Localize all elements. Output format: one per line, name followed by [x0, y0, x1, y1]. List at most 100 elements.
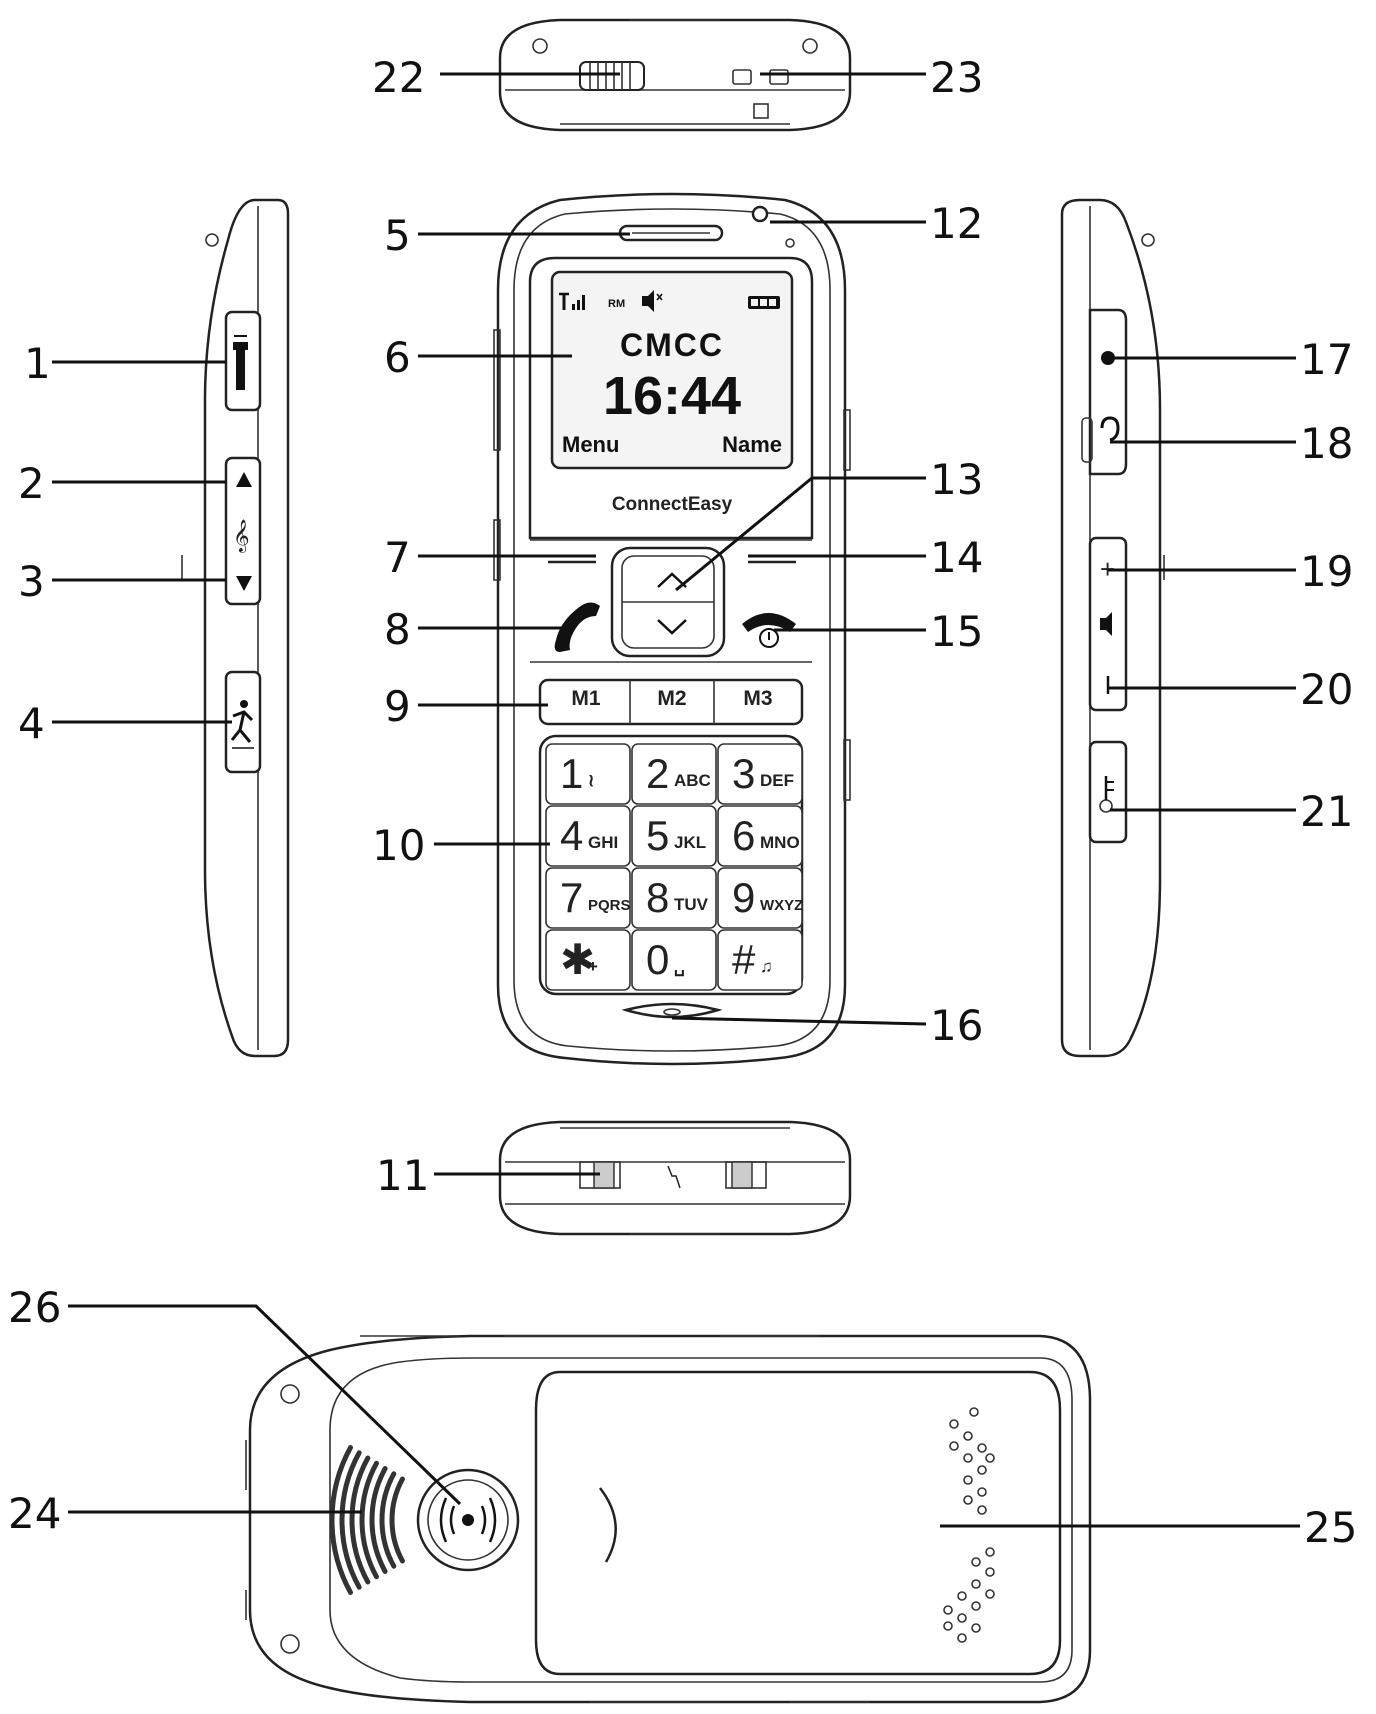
key-lock-icon: [1099, 776, 1114, 813]
end-call-icon[interactable]: [742, 613, 796, 648]
key-letters: ABC: [674, 771, 711, 790]
callout-16: 16: [930, 1001, 983, 1050]
key-letters: WXYZ: [760, 897, 803, 914]
callout-13: 13: [930, 455, 983, 504]
callout-15: 15: [930, 607, 983, 656]
key-digit: 4: [560, 812, 583, 859]
key-9[interactable]: 9 WXYZ: [717, 867, 803, 929]
callout-18: 18: [1300, 419, 1353, 468]
key-letters: TUV: [674, 895, 709, 914]
key-digit: 3: [732, 750, 755, 797]
key-letters: DEF: [760, 771, 794, 790]
right-softkey-label: Name: [722, 432, 782, 457]
right-side-view: +: [1060, 198, 1165, 1058]
callout-4: 4: [18, 699, 45, 748]
key-letters: MNO: [760, 833, 800, 852]
music-icon: 𝄞: [233, 520, 250, 553]
cover-dots: [943, 1407, 995, 1643]
call-icon[interactable]: [554, 602, 600, 652]
battery-cover[interactable]: [534, 1370, 1062, 1676]
flashlight-icon: [233, 335, 248, 390]
callout-11: 11: [376, 1151, 429, 1200]
m1-key[interactable]: M1: [571, 687, 600, 710]
cover-notch: [599, 1487, 617, 1563]
top-port-right: [769, 69, 789, 85]
earphone-jack-icon: [1101, 351, 1115, 365]
key-digit: 7: [560, 874, 583, 921]
callout-20: 20: [1300, 665, 1353, 714]
key-letters: ␣: [674, 957, 685, 977]
callout-14: 14: [930, 533, 983, 582]
memory-keys: M1 M2 M3: [538, 678, 804, 726]
key-12[interactable]: #♫: [717, 929, 803, 991]
top-view: [498, 18, 852, 132]
callout-labels: 22 23 1 2 3 4 5 6 7 8 9 10 11 12 13 14 1…: [8, 53, 1357, 1552]
key-1[interactable]: 1≀: [545, 743, 631, 805]
key-4[interactable]: 4 GHI: [545, 805, 631, 867]
callout-23: 23: [930, 53, 983, 102]
callout-21: 21: [1300, 787, 1353, 836]
sos-icon: [230, 700, 254, 749]
up-down-button[interactable]: [224, 456, 262, 606]
carrier-name: CMCC: [620, 327, 724, 363]
callout-7: 7: [384, 533, 411, 582]
front-view: RM CMCC 16:44 Menu Name ConnectEasy: [493, 192, 851, 1066]
clock: 16:44: [603, 366, 741, 426]
m3-key[interactable]: M3: [743, 687, 772, 710]
key-digit: ✱: [560, 936, 595, 983]
key-10[interactable]: ✱+: [545, 929, 631, 991]
status-led: [751, 205, 769, 223]
back-view: [245, 1334, 1092, 1704]
key-letters: +: [588, 957, 598, 976]
key-letters: PQRS: [588, 897, 631, 914]
display: [550, 270, 794, 470]
key-11[interactable]: 0␣: [631, 929, 717, 991]
down-arrow-icon: [236, 576, 252, 591]
callout-25: 25: [1304, 1503, 1357, 1552]
chevron-up-icon[interactable]: [657, 572, 687, 588]
top-port-center: [753, 103, 769, 119]
m2-key[interactable]: M2: [657, 687, 686, 710]
charging-port-icon: [667, 1165, 681, 1189]
left-side-view: 𝄞: [181, 198, 290, 1058]
callout-12: 12: [930, 199, 983, 248]
callout-1: 1: [24, 339, 51, 388]
loudspeaker-icon: [329, 1445, 405, 1595]
key-letters: GHI: [588, 833, 618, 852]
up-arrow-icon: [236, 472, 252, 487]
key-lock-button[interactable]: [1088, 740, 1128, 844]
callout-26: 26: [8, 1283, 61, 1332]
callout-10: 10: [372, 821, 425, 870]
roaming-indicator: RM: [608, 298, 625, 310]
microphone: [621, 1002, 723, 1019]
callout-2: 2: [18, 459, 45, 508]
callout-22: 22: [372, 53, 425, 102]
key-digit: 5: [646, 812, 669, 859]
chevron-down-icon[interactable]: [657, 619, 687, 635]
key-digit: 2: [646, 750, 669, 797]
leader-lines: [52, 72, 1300, 1528]
key-2[interactable]: 2 ABC: [631, 743, 717, 805]
battery-icon: [748, 296, 780, 309]
key-7[interactable]: 7 PQRS: [545, 867, 631, 929]
callout-6: 6: [384, 333, 411, 382]
callout-3: 3: [18, 557, 45, 606]
key-digit: 0: [646, 936, 669, 983]
callout-24: 24: [8, 1489, 61, 1538]
key-digit: 9: [732, 874, 755, 921]
key-3[interactable]: 3 DEF: [717, 743, 803, 805]
brand-logo: ConnectEasy: [612, 494, 733, 515]
callout-8: 8: [384, 605, 411, 654]
key-letters: ≀: [588, 771, 594, 790]
bottom-view: [498, 1120, 852, 1236]
key-digit: 1: [560, 750, 583, 797]
volume-plus-label: +: [1100, 554, 1115, 584]
key-letters: ♫: [760, 957, 773, 976]
signal-icon: [559, 292, 585, 310]
left-softkey-label: Menu: [562, 432, 619, 457]
callout-17: 17: [1300, 335, 1353, 384]
